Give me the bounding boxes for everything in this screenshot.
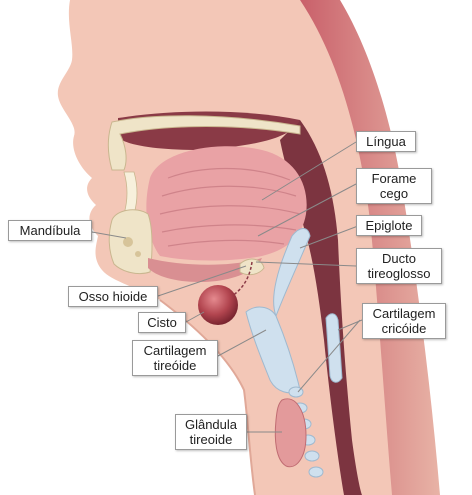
label-forame-line1: Forame [371, 171, 417, 186]
thyroid-gland [274, 398, 307, 468]
label-tireoide-cart-line2: tireóide [153, 358, 197, 373]
cyst [198, 285, 238, 325]
label-osso-hioide-text: Osso hioide [78, 289, 148, 304]
neck-front [159, 299, 256, 495]
label-glandula-tireoide: Glândula tireoide [175, 414, 247, 450]
label-cisto: Cisto [138, 312, 186, 333]
label-cricoide-line1: Cartilagem [372, 306, 436, 321]
label-glandula-line1: Glândula [184, 417, 238, 432]
label-lingua: Língua [356, 131, 416, 152]
label-ducto-line1: Ducto [382, 251, 416, 266]
thyroglossal-duct [231, 261, 253, 297]
label-glandula-line2: tireoide [189, 432, 233, 447]
cricoid-cartilage [325, 313, 343, 383]
label-mandibula: Mandíbula [8, 220, 92, 241]
label-forame-cego: Forame cego [356, 168, 432, 204]
label-lingua-text: Língua [366, 134, 406, 149]
label-osso-hioide: Osso hioide [68, 286, 158, 307]
label-cricoide-line2: cricóide [381, 321, 427, 336]
label-ducto-line2: tireoglosso [367, 266, 431, 281]
label-tireoide-cart-line1: Cartilagem [143, 343, 207, 358]
label-cisto-text: Cisto [147, 315, 177, 330]
leader-lines [91, 141, 363, 433]
label-forame-line2: cego [379, 186, 409, 201]
label-epiglote: Epiglote [356, 215, 422, 236]
label-cartilagem-tireoide: Cartilagem tireóide [132, 340, 218, 376]
posterior-tissue [300, 0, 440, 495]
label-ducto-tireoglosso: Ducto tireoglosso [356, 248, 442, 284]
mouth-floor [148, 258, 262, 282]
label-mandibula-text: Mandíbula [19, 223, 81, 238]
palate-bone [107, 115, 301, 171]
epiglottis [273, 228, 311, 318]
hyoid-bone [239, 258, 265, 276]
label-epiglote-text: Epiglote [365, 218, 413, 233]
label-cartilagem-cricoide: Cartilagem cricóide [362, 303, 446, 339]
